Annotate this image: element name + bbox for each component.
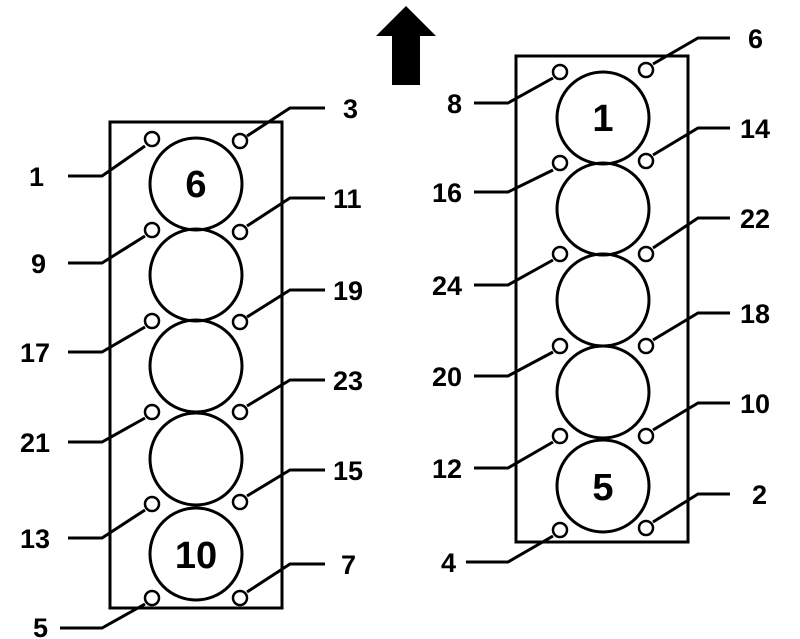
bolt-hole [637,519,655,537]
bolt-hole [231,493,249,511]
left-cylinder-number: 6 [185,164,206,206]
bolt-label: 15 [333,456,363,486]
right-leader-lines [466,36,730,564]
bolt-label: 7 [341,550,356,580]
bolt-label: 19 [333,276,363,306]
right-head-outline [514,54,690,544]
bolt-hole [143,589,161,607]
bolt-label: 12 [432,454,462,484]
right-cylinder-bore [555,344,651,440]
left-cylinder-bores [148,136,244,602]
bolt-hole [637,337,655,355]
bolt-hole [143,130,161,148]
bolt-hole [551,63,569,81]
bolt-label: 16 [432,178,462,208]
bolt-hole [231,403,249,421]
arrow-up-icon [376,6,436,85]
bolt-label: 23 [333,366,363,396]
bolt-label: 2 [752,480,767,510]
left-cylinder-head: 6 10 [20,94,363,639]
right-cylinder-bore [555,438,651,534]
bolt-hole [637,61,655,79]
bolt-label: 11 [333,184,362,214]
bolt-label: 1 [29,162,44,192]
bolt-hole [551,427,569,445]
bolt-hole [143,312,161,330]
left-cylinder-bore [148,506,244,602]
bolt-label: 3 [343,94,358,124]
bolt-hole [143,403,161,421]
bolt-label: 24 [432,271,462,301]
left-bolt-holes [143,130,249,607]
bolt-label: 14 [740,114,770,144]
bolt-hole [143,495,161,513]
bolt-label: 6 [748,24,763,54]
left-cylinder-number: 10 [175,535,217,577]
right-bolt-labels: 8 6 16 14 24 22 20 18 12 10 4 2 [432,24,770,578]
bolt-label: 21 [20,428,50,458]
bolt-label: 8 [447,89,462,119]
bolt-hole [637,152,655,170]
bolt-label: 5 [33,613,48,639]
bolt-hole [637,427,655,445]
left-cylinder-bore [148,411,244,507]
bolt-hole [551,154,569,172]
bolt-label: 13 [20,524,50,554]
bolt-hole [231,132,249,150]
bolt-hole [551,337,569,355]
left-cylinder-bore [148,318,244,414]
right-cylinder-head: 1 5 [432,24,770,578]
bolt-label: 22 [740,204,770,234]
bolt-label: 4 [441,548,456,578]
right-bolt-holes [551,61,655,539]
left-head-outline [108,120,284,610]
bolt-label: 18 [740,299,770,329]
right-cylinder-number: 5 [592,467,613,509]
right-cylinder-bore [555,252,651,348]
bolt-hole [637,245,655,263]
bolt-label: 20 [432,362,462,392]
right-cylinder-number: 1 [592,98,613,140]
bolt-hole [551,245,569,263]
left-leader-lines [60,106,325,630]
bolt-label: 9 [31,249,46,279]
bolt-label: 10 [740,389,770,419]
right-cylinder-bores [555,70,651,534]
bolt-hole [231,223,249,241]
right-cylinder-bore [555,161,651,257]
bolt-hole [231,313,249,331]
bolt-hole [231,589,249,607]
left-bolt-labels: 1 3 9 11 17 19 21 23 13 15 5 7 [20,94,363,639]
bolt-hole [551,521,569,539]
left-cylinder-bore [148,227,244,323]
bolt-hole [143,221,161,239]
bolt-label: 17 [20,338,50,368]
